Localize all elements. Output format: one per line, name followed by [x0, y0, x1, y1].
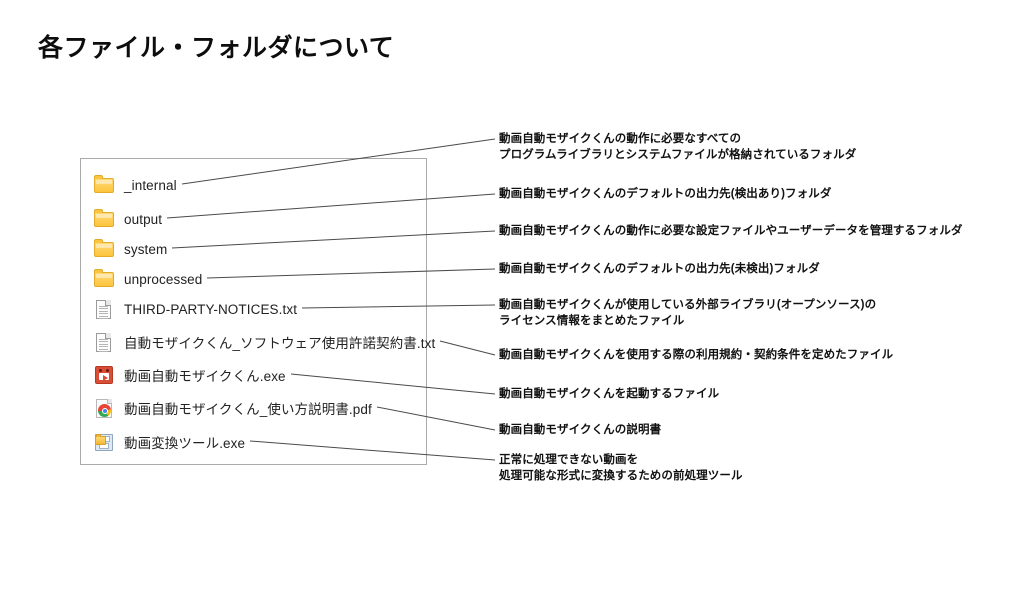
file-list-item[interactable]: unprocessed — [93, 266, 202, 292]
file-name-label: output — [124, 211, 163, 227]
chrome-pdf-icon — [93, 397, 115, 419]
file-name-label: 動画変換ツール.exe — [124, 436, 246, 451]
annotation-line: 動画自動モザイクくんを起動するファイル — [499, 388, 720, 400]
annotation-text: 動画自動モザイクくんの動作に必要な設定ファイルやユーザーデータを管理するフォルダ — [499, 223, 963, 239]
folder-icon — [93, 174, 115, 196]
text-file-icon — [93, 331, 115, 353]
annotation-line: ライセンス情報をまとめたファイル — [499, 315, 685, 327]
annotation-text: 動画自動モザイクくんが使用している外部ライブラリ(オープンソース)のライセンス情… — [499, 297, 876, 329]
file-name-label: 動画自動モザイクくん.exe — [124, 369, 286, 384]
annotation-text: 動画自動モザイクくんを使用する際の利用規約・契約条件を定めたファイル — [499, 347, 893, 363]
text-file-icon — [93, 298, 115, 320]
file-name-label: THIRD-PARTY-NOTICES.txt — [124, 301, 298, 317]
annotation-line: 動画自動モザイクくんの動作に必要な設定ファイルやユーザーデータを管理するフォルダ — [499, 225, 963, 237]
file-list-item[interactable]: output — [93, 206, 162, 232]
file-list-item[interactable]: system — [93, 236, 167, 262]
annotation-line: 処理可能な形式に変換するための前処理ツール — [499, 470, 743, 482]
annotation-line: 動画自動モザイクくんが使用している外部ライブラリ(オープンソース)の — [499, 299, 877, 311]
leader-line — [439, 340, 496, 356]
file-name-label: _internal — [124, 177, 177, 193]
page-title: 各ファイル・フォルダについて — [38, 34, 395, 62]
file-list-item[interactable]: THIRD-PARTY-NOTICES.txt — [93, 296, 297, 322]
annotation-line: 正常に処理できない動画を — [499, 454, 639, 466]
file-name-label: 自動モザイクくん_ソフトウェア使用許諾契約書.txt — [124, 336, 436, 351]
annotation-text: 正常に処理できない動画を処理可能な形式に変換するための前処理ツール — [499, 452, 743, 484]
file-list-item[interactable]: 動画自動モザイクくん_使い方説明書.pdf — [93, 395, 372, 421]
annotation-line: 動画自動モザイクくんの動作に必要なすべての — [499, 133, 742, 145]
annotation-text: 動画自動モザイクくんのデフォルトの出力先(未検出)フォルダ — [499, 261, 820, 277]
annotation-text: 動画自動モザイクくんの動作に必要なすべてのプログラムライブラリとシステムファイル… — [499, 131, 856, 163]
annotation-line: 動画自動モザイクくんを使用する際の利用規約・契約条件を定めたファイル — [499, 349, 894, 361]
annotation-line: 動画自動モザイクくんのデフォルトの出力先(未検出)フォルダ — [499, 263, 820, 275]
app-exe-icon — [93, 364, 115, 386]
file-list-item[interactable]: 動画変換ツール.exe — [93, 429, 245, 455]
annotation-line: プログラムライブラリとシステムファイルが格納されているフォルダ — [499, 149, 857, 161]
file-list-item[interactable]: 自動モザイクくん_ソフトウェア使用許諾契約書.txt — [93, 329, 435, 355]
file-name-label: unprocessed — [124, 271, 203, 287]
convert-tool-icon — [93, 431, 115, 453]
annotation-text: 動画自動モザイクくんの説明書 — [499, 422, 661, 438]
annotation-line: 動画自動モザイクくんの説明書 — [499, 424, 662, 436]
folder-icon — [93, 208, 115, 230]
file-name-label: system — [124, 241, 168, 257]
file-list-item[interactable]: 動画自動モザイクくん.exe — [93, 362, 286, 388]
folder-icon — [93, 238, 115, 260]
annotation-text: 動画自動モザイクくんを起動するファイル — [499, 386, 719, 402]
annotation-line: 動画自動モザイクくんのデフォルトの出力先(検出あり)フォルダ — [499, 188, 832, 200]
folder-icon — [93, 268, 115, 290]
file-name-label: 動画自動モザイクくん_使い方説明書.pdf — [124, 402, 372, 417]
file-list-item[interactable]: _internal — [93, 172, 177, 198]
annotation-text: 動画自動モザイクくんのデフォルトの出力先(検出あり)フォルダ — [499, 186, 831, 202]
